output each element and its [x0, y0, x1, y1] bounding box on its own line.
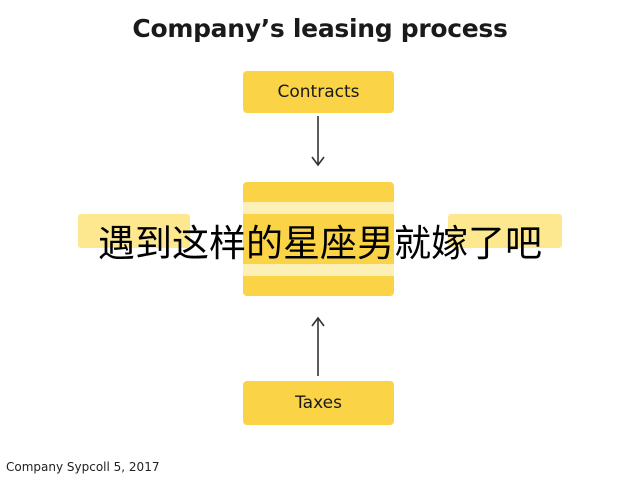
left-side-node: [78, 214, 190, 248]
arrow-down-icon: [311, 116, 325, 167]
overlay-caption: 遇到这样的星座男就嫁了吧: [98, 222, 542, 265]
arrow-up-icon: [311, 316, 325, 376]
central-node-bottom-band: [243, 264, 394, 276]
contracts-node: Contracts: [243, 71, 394, 113]
central-node-top-band: [243, 202, 394, 214]
diagram-title: Company’s leasing process: [132, 14, 508, 43]
footer-caption: Company Sypcoll 5, 2017: [6, 460, 160, 474]
central-process-node: [243, 182, 394, 296]
taxes-node: Taxes: [243, 381, 394, 425]
right-side-node: [448, 214, 562, 248]
